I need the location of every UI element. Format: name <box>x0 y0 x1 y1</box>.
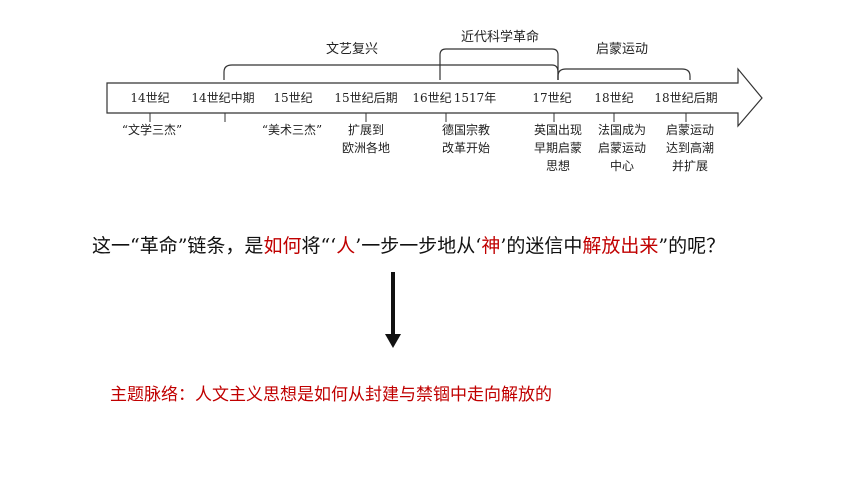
timeline-arrow <box>106 67 763 128</box>
event-france-line3: 中心 <box>610 158 634 173</box>
event-literature-masters: “文学三杰” <box>122 122 182 137</box>
event-england-line2: 早期启蒙 <box>534 141 582 155</box>
question-text: 这一“革命”链条，是如何将“‘人’一步一步地从‘神’的迷信中解放出来”的呢？ <box>92 232 752 260</box>
question-highlight-liberate: 解放出来 <box>582 235 659 257</box>
down-arrow-icon <box>385 272 401 348</box>
event-art-masters: “美术三杰” <box>262 123 322 137</box>
event-peak-line3: 并扩展 <box>672 159 708 173</box>
theme-line: 主题脉络：人文主义思想是如何从封建与禁锢中走向解放的 <box>110 385 552 405</box>
event-england-line1: 英国出现 <box>534 123 582 137</box>
brace-renaissance <box>223 64 559 80</box>
event-expand-line1: 扩展到 <box>348 123 384 137</box>
marker-late-18th-century: 18世纪后期 <box>654 91 717 105</box>
event-france-line1: 法国成为 <box>598 123 646 137</box>
event-france-line2: 启蒙运动 <box>598 141 646 155</box>
question-part: 将“‘ <box>301 235 337 257</box>
period-label-enlightenment: 启蒙运动 <box>596 42 648 57</box>
marker-18th-century: 18世纪 <box>594 91 633 105</box>
timeline-diagram: 文艺复兴 近代科学革命 启蒙运动 14世纪 14世纪中期 15世纪 15世纪后期… <box>106 29 763 173</box>
event-expand-line2: 欧洲各地 <box>342 140 390 155</box>
event-reformation-line2: 改革开始 <box>442 141 490 155</box>
event-peak-line2: 达到高潮 <box>666 140 714 155</box>
brace-enlightenment <box>557 68 691 80</box>
event-england-line3: 思想 <box>546 158 570 173</box>
marker-mid-14th-century: 14世纪中期 <box>191 90 254 105</box>
question-part: ”的呢？ <box>658 235 726 257</box>
marker-1517: 1517年 <box>454 91 497 105</box>
period-label-scientific-revolution: 近代科学革命 <box>461 29 539 45</box>
question-highlight-god: 神 <box>481 235 501 257</box>
question-highlight-how: 如何 <box>263 235 302 257</box>
brace-scientific-revolution <box>439 48 559 80</box>
marker-15th-century: 15世纪 <box>273 91 312 105</box>
event-reformation-line1: 德国宗教 <box>442 122 490 137</box>
marker-16th-century: 16世纪 <box>412 91 451 105</box>
question-part: ’的迷信中 <box>500 235 583 257</box>
question-part: ’一步一步地从‘ <box>355 235 482 257</box>
question-part: 这一“革命”链条，是 <box>92 235 264 257</box>
marker-17th-century: 17世纪 <box>532 91 571 105</box>
marker-late-15th-century: 15世纪后期 <box>334 91 397 105</box>
question-highlight-human: 人 <box>336 235 356 257</box>
event-peak-line1: 启蒙运动 <box>666 123 714 137</box>
period-label-renaissance: 文艺复兴 <box>326 42 378 57</box>
marker-14th-century: 14世纪 <box>130 91 169 105</box>
